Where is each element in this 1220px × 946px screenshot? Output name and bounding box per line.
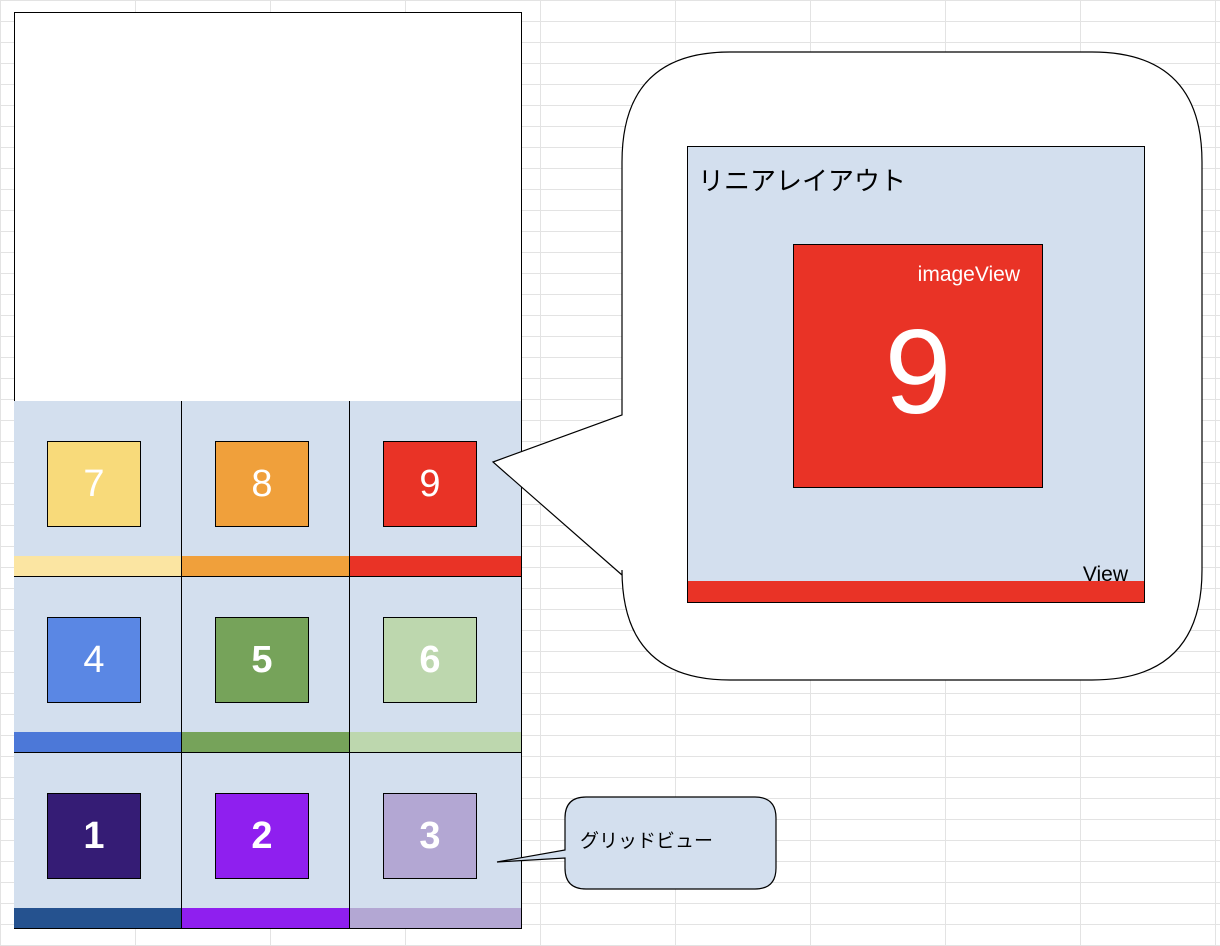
grid-cell-6[interactable]: 6 [350, 577, 522, 753]
grid-tile-9: 9 [383, 441, 477, 527]
grid-cell-8[interactable]: 8 [182, 401, 350, 577]
grid-cell-5[interactable]: 5 [182, 577, 350, 753]
image-view-label: imageView [917, 263, 1020, 286]
grid-tile-7: 7 [47, 441, 141, 527]
grid-bar-9 [350, 556, 521, 576]
image-view-number: 9 [884, 305, 952, 439]
grid-bar-8 [182, 556, 349, 576]
grid-bar-4 [14, 732, 181, 752]
view-bar [688, 581, 1144, 602]
linear-layout-title: リニアレイアウト [698, 166, 907, 196]
grid-bar-2 [182, 908, 349, 928]
grid-tile-4: 4 [47, 617, 141, 703]
image-view-box: imageView 9 [793, 244, 1043, 488]
grid-bar-3 [350, 908, 521, 928]
grid-cell-2[interactable]: 2 [182, 753, 350, 929]
view-label: View [1082, 563, 1128, 586]
grid-view-label: グリッドビュー [580, 831, 714, 852]
grid-cell-1[interactable]: 1 [14, 753, 182, 929]
grid-tile-5: 5 [215, 617, 309, 703]
grid-bar-5 [182, 732, 349, 752]
grid-bar-7 [14, 556, 181, 576]
grid-cell-7[interactable]: 7 [14, 401, 182, 577]
grid-bar-6 [350, 732, 521, 752]
grid-cell-9[interactable]: 9 [350, 401, 522, 577]
grid-tile-1: 1 [47, 793, 141, 879]
grid-tile-8: 8 [215, 441, 309, 527]
grid-tile-2: 2 [215, 793, 309, 879]
linear-layout-detail: リニアレイアウト imageView 9 View [687, 146, 1145, 603]
grid-bar-1 [14, 908, 181, 928]
grid-cell-3[interactable]: 3 [350, 753, 522, 929]
grid-tile-6: 6 [383, 617, 477, 703]
grid-tile-3: 3 [383, 793, 477, 879]
grid-cell-4[interactable]: 4 [14, 577, 182, 753]
